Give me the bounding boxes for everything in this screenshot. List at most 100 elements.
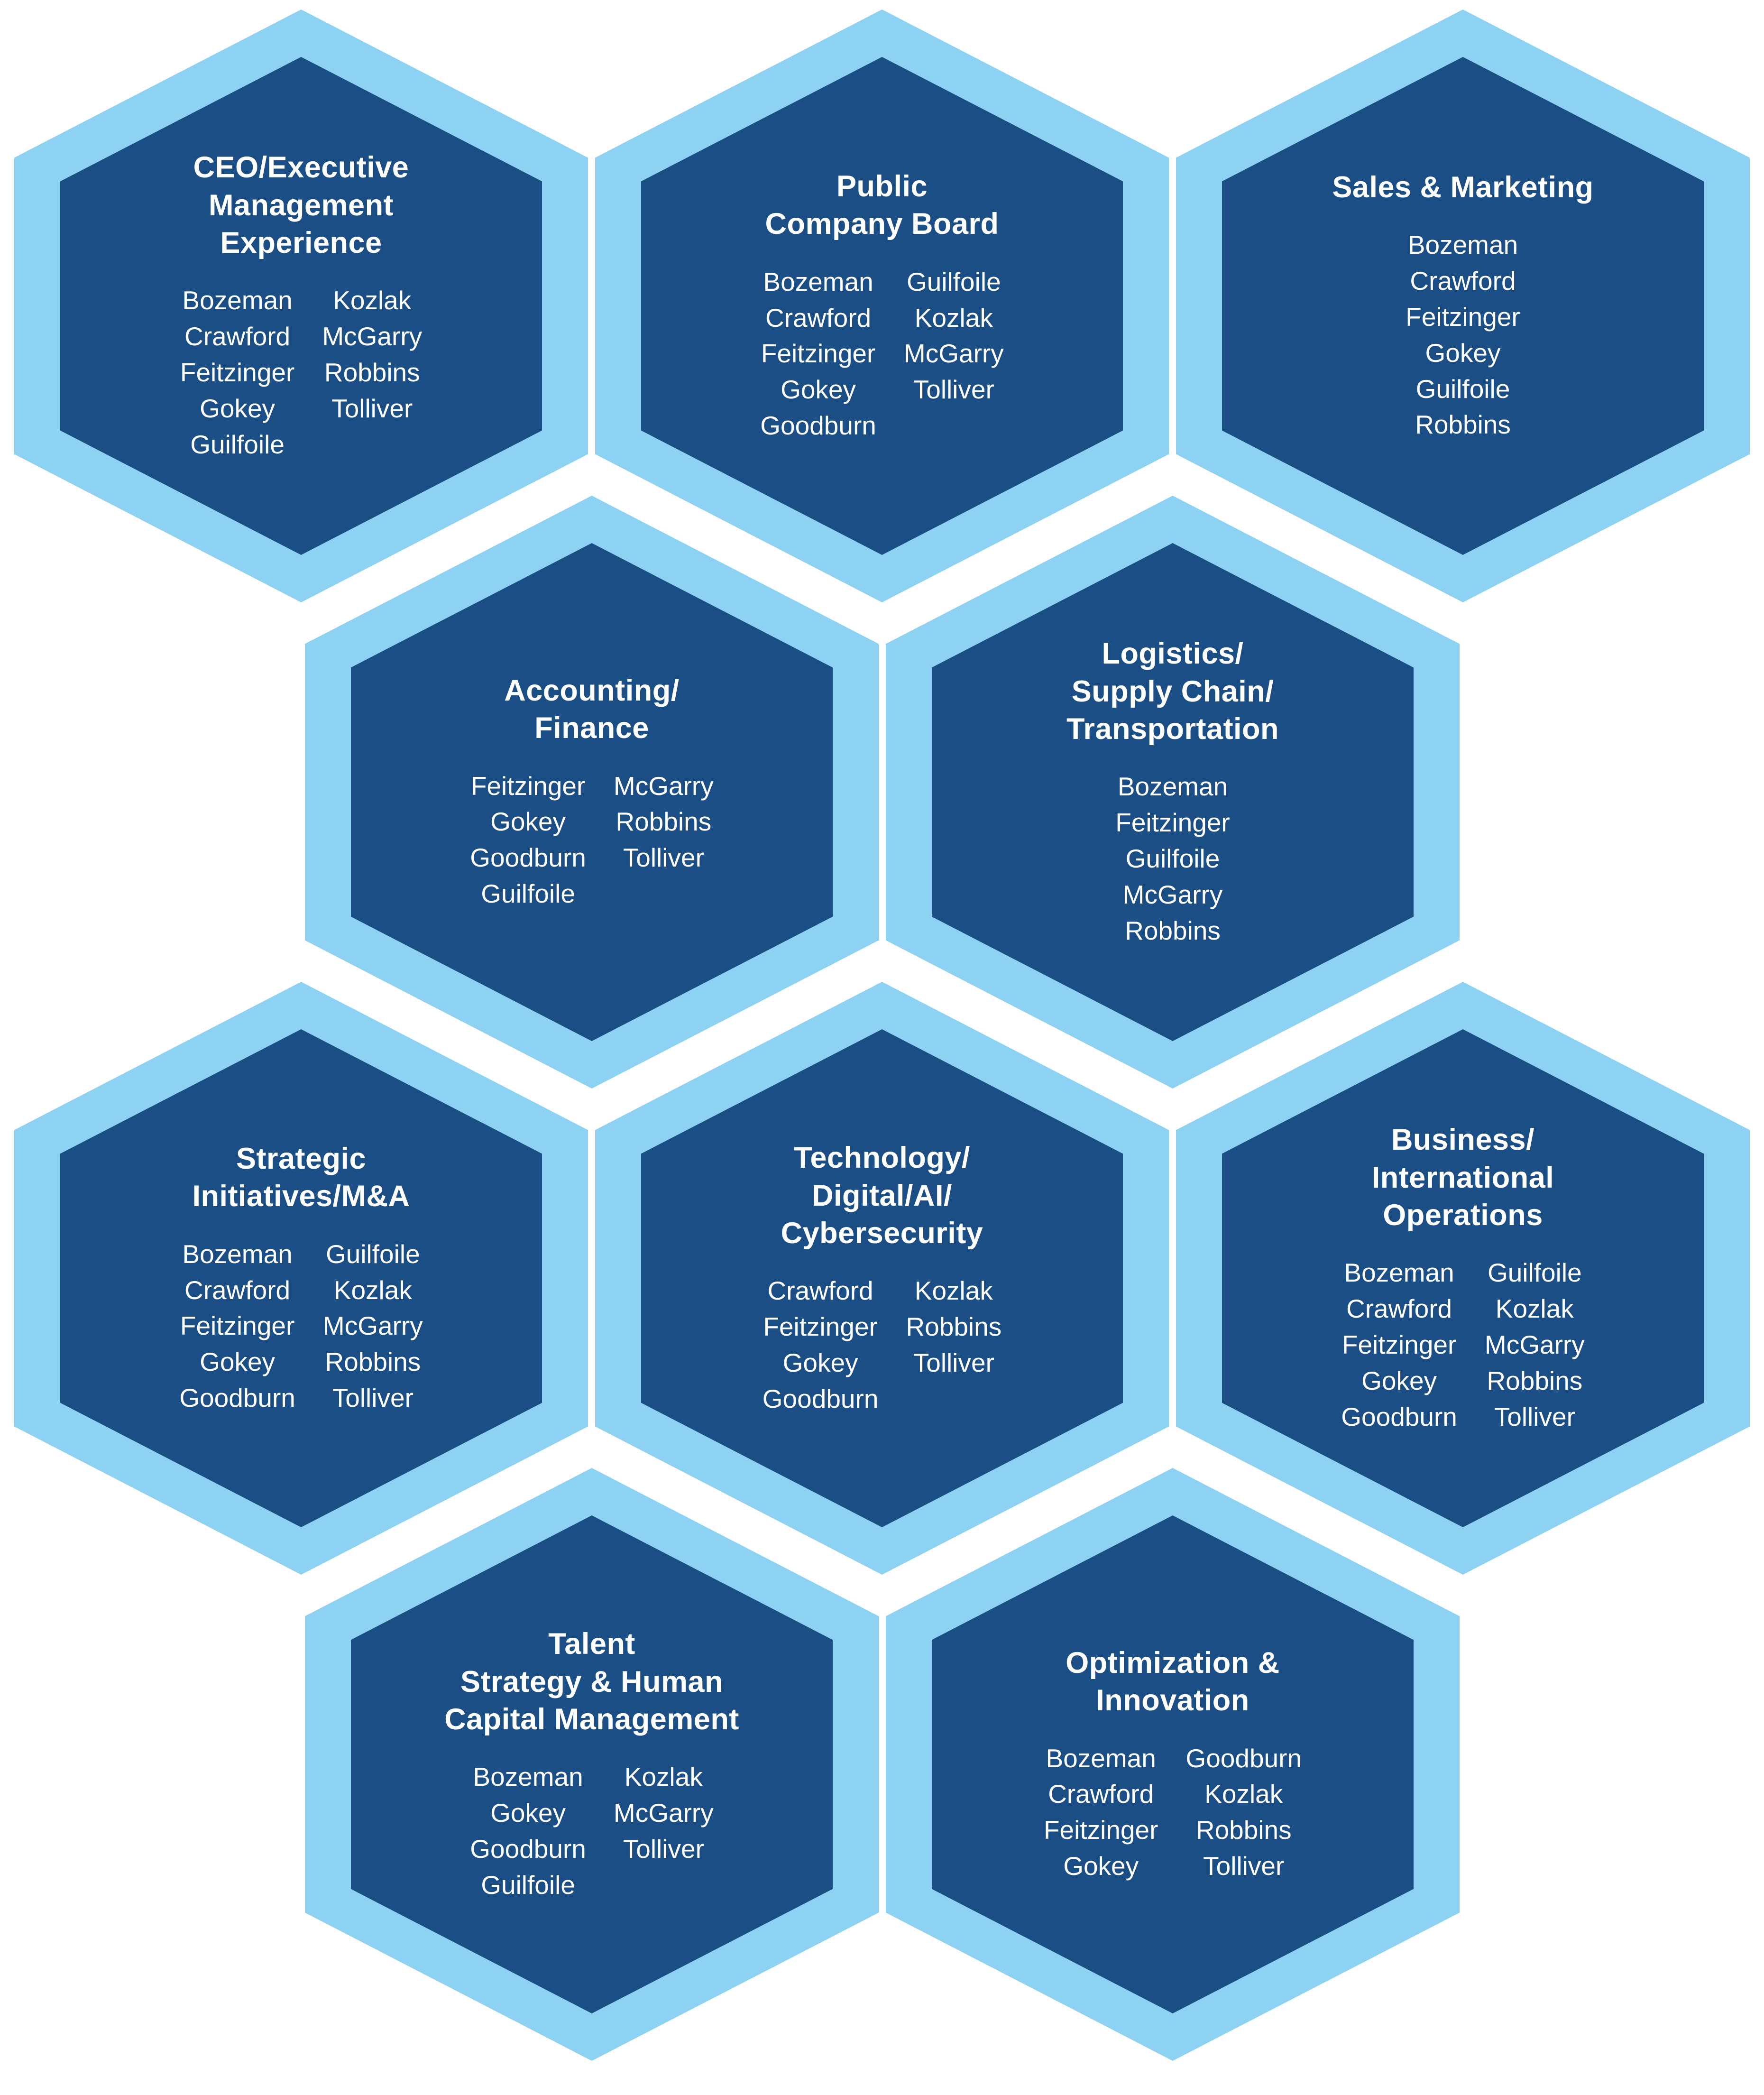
hex-title-line: Company Board	[765, 207, 999, 241]
member-name: Goodburn	[760, 411, 876, 441]
member-name: Robbins	[906, 1312, 1002, 1342]
hex-title-line: Public	[836, 169, 928, 203]
hex-title-line: Transportation	[1066, 712, 1279, 746]
member-name: Feitzinger	[1043, 1815, 1158, 1845]
member-name: Tolliver	[331, 394, 413, 423]
member-name: Gokey	[490, 807, 566, 837]
member-name: Crawford	[1048, 1779, 1154, 1809]
member-name: Feitzinger	[761, 339, 876, 369]
hexagon-technology-digital-ai-cybersecurity: Technology/Digital/AI/Cybersecurity Craw…	[595, 982, 1169, 1575]
hex-title-line: Initiatives/M&A	[192, 1180, 410, 1213]
member-name: Gokey	[1361, 1366, 1437, 1395]
member-name: Kozlak	[624, 1762, 703, 1792]
member-name: Tolliver	[913, 1348, 994, 1378]
member-name: Crawford	[184, 1275, 291, 1305]
hex-title-line: Optimization &	[1066, 1646, 1280, 1680]
hex-title-line: Technology/	[794, 1141, 970, 1175]
member-name: Gokey	[782, 1348, 858, 1378]
hex-title-line: Experience	[220, 226, 382, 259]
member-name: Robbins	[616, 807, 712, 837]
member-name: Kozlak	[333, 1275, 412, 1305]
member-name: Tolliver	[332, 1383, 413, 1413]
member-name: McGarry	[613, 1798, 714, 1828]
hex-title-line: Accounting/	[504, 674, 680, 707]
member-name: Tolliver	[1494, 1402, 1575, 1431]
member-name: Robbins	[1415, 410, 1511, 440]
member-name: Gokey	[490, 1798, 566, 1828]
member-name: Tolliver	[1203, 1851, 1285, 1881]
member-name: Kozlak	[1204, 1779, 1283, 1809]
member-name: Bozeman	[182, 1239, 293, 1269]
hex-title-line: Talent	[548, 1627, 635, 1661]
member-name: Robbins	[325, 1347, 421, 1377]
hex-title-line: Logistics/	[1102, 637, 1244, 671]
member-name: Bozeman	[1117, 772, 1228, 802]
member-name: Gokey	[1063, 1851, 1139, 1881]
member-name: Goodburn	[470, 1834, 586, 1864]
member-name: Robbins	[1195, 1815, 1292, 1845]
member-name: Gokey	[1425, 338, 1501, 368]
hex-title-line: CEO/Executive	[193, 151, 409, 185]
hex-title-line: Management	[208, 188, 394, 222]
member-name: Gokey	[200, 1347, 276, 1377]
member-name: Crawford	[184, 322, 291, 351]
member-name: Guilfoile	[325, 1239, 420, 1269]
hex-title: Optimization & Innovation	[1044, 1644, 1302, 1720]
hex-title-line: Innovation	[1096, 1684, 1250, 1717]
hexagon-fill: Logistics/Supply Chain/Transportation Bo…	[931, 543, 1414, 1041]
member-name: Bozeman	[763, 267, 873, 296]
hex-title-line: Strategic	[236, 1142, 367, 1175]
hexagon-content: Logistics/Supply Chain/Transportation Bo…	[1038, 635, 1307, 949]
member-name: Bozeman	[1344, 1258, 1454, 1288]
hex-title-line: Business/	[1391, 1123, 1535, 1157]
hex-title-line: International	[1371, 1161, 1554, 1194]
member-name: Feitzinger	[1115, 808, 1230, 838]
hex-title-line: Strategy & Human	[460, 1665, 724, 1698]
hex-title-line: Operations	[1383, 1198, 1543, 1232]
member-name: McGarry	[1122, 880, 1223, 909]
member-name: Goodburn	[179, 1383, 295, 1413]
member-name: Tolliver	[623, 843, 704, 873]
member-name: Feitzinger	[1406, 302, 1520, 332]
hexagon-logistics-supply-chain-transportation: Logistics/Supply Chain/Transportation Bo…	[886, 496, 1460, 1089]
hex-title-line: Sales & Marketing	[1332, 170, 1594, 204]
hex-title-line: Finance	[534, 711, 649, 745]
member-name: Tolliver	[623, 1834, 704, 1864]
member-name: Crawford	[767, 1276, 873, 1306]
member-name: Goodburn	[1341, 1402, 1457, 1431]
member-name: Guilfoile	[1415, 374, 1510, 404]
